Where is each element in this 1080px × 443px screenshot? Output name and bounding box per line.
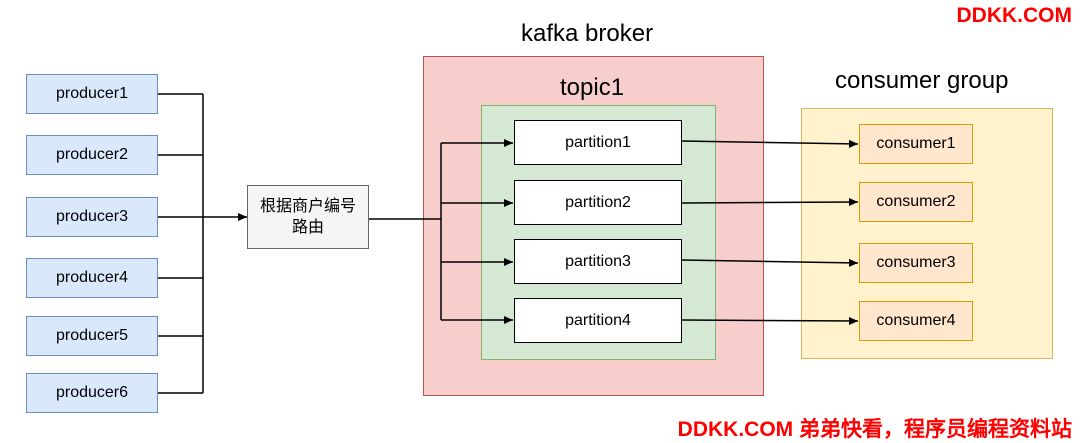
topic1-title: topic1 — [560, 74, 625, 101]
router-node: 根据商户编号 路由 — [247, 185, 369, 249]
kafka-broker-title: kafka broker — [521, 20, 654, 47]
partition2-to-consumer2 — [681, 198, 859, 207]
partition3-to-consumer3 — [681, 258, 859, 267]
router-label-line1: 根据商户编号 — [259, 198, 356, 215]
partition-node-3: partition3 — [514, 239, 682, 284]
partition-node-4: partition4 — [514, 298, 682, 343]
partition1-to-consumer1 — [681, 139, 859, 148]
consumer-node-1: consumer1 — [859, 124, 973, 164]
producer-node-3: producer3 — [26, 197, 158, 237]
producer-node-4: producer4 — [26, 258, 158, 298]
watermark-top: DDKK.COM — [956, 4, 1073, 27]
partition-node-2: partition2 — [514, 180, 682, 225]
consumer-group-title: consumer group — [835, 67, 1009, 94]
partition4-to-consumer4 — [681, 316, 859, 325]
consumer-node-4: consumer4 — [859, 301, 973, 341]
producer-node-1: producer1 — [26, 74, 158, 114]
consumer-node-2: consumer2 — [859, 182, 973, 222]
watermark-bottom: DDKK.COM 弟弟快看，程序员编程资料站 — [677, 418, 1072, 441]
producer-node-6: producer6 — [26, 373, 158, 413]
consumer-node-3: consumer3 — [859, 243, 973, 283]
router-label-line2: 路由 — [291, 219, 324, 236]
producer-node-5: producer5 — [26, 316, 158, 356]
producer-node-2: producer2 — [26, 135, 158, 175]
partition-node-1: partition1 — [514, 120, 682, 165]
